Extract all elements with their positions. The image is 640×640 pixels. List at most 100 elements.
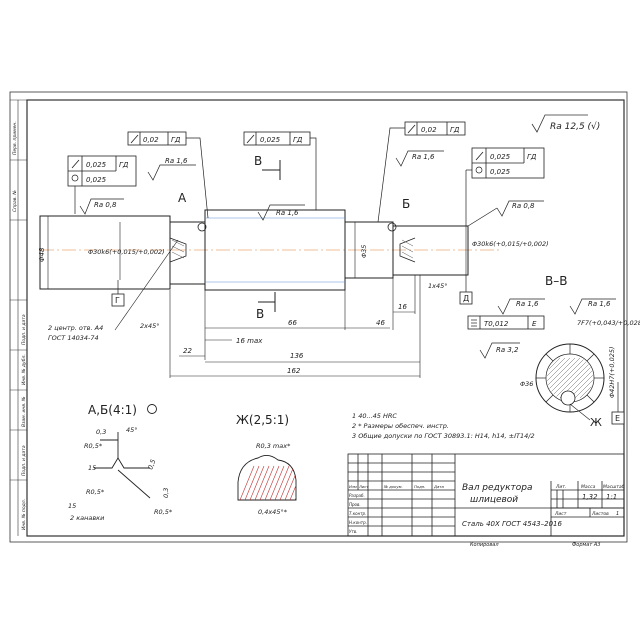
detail-ab-r05b: R0,5* <box>86 488 105 496</box>
ra-sec-32: Ra 3,2 <box>479 342 520 359</box>
tb-format: Формат А3 <box>572 542 600 548</box>
dim-46: 46 <box>376 319 385 327</box>
spline-hatch-line <box>547 357 576 399</box>
detail-ab-15: 15 <box>88 464 96 472</box>
section-cut-top <box>262 160 281 180</box>
title-block <box>347 453 625 537</box>
side-label-1: Перв. примен. <box>12 121 18 155</box>
section-letter-top: В <box>254 154 262 168</box>
zh-hatch-line <box>259 465 275 500</box>
centre-hole-line1: 2 центр. отв. А4 <box>48 324 103 332</box>
detail-zh-title: Ж(2,5:1) <box>236 413 289 427</box>
section-tol: T0,012 Е <box>467 315 545 330</box>
view-letter-a: А <box>178 191 187 205</box>
dim-16max: 16 max <box>236 337 263 345</box>
spline-hatch-line <box>554 357 593 399</box>
tb-material: Сталь 40Х ГОСТ 4543–2016 <box>462 520 562 528</box>
tb-row-sign: Подп. <box>414 484 426 489</box>
tb-row-list: Лист <box>358 484 369 489</box>
datum-d-text: Д <box>463 294 469 303</box>
centre-holes <box>169 237 416 263</box>
groove-marker-b <box>387 222 397 232</box>
general-roughness-text: Ra 12,5 (√) <box>550 121 600 132</box>
side-label-3: Подп. и дата <box>21 314 27 345</box>
dim-phi30-right-text: Φ30k6(+0,015/+0,002) <box>472 240 549 248</box>
dim-phi48-text: Φ48 <box>38 247 46 262</box>
zh-hatch-line <box>269 465 285 500</box>
general-roughness: Ra 12,5 (√) <box>531 114 600 133</box>
tol-right-pair-bot-value: 0,025 <box>490 168 511 176</box>
tb-name-1: Вал редуктора <box>462 483 533 493</box>
spline-tooth-edge <box>586 353 595 362</box>
tol-right-runout: 0,02 ГД <box>377 121 466 223</box>
view-letter-b: Б <box>402 197 410 211</box>
dim-22: 22 <box>183 347 192 355</box>
section-tol-value: T0,012 <box>484 320 509 328</box>
spline-hatch-line <box>579 357 593 399</box>
ra-left-08-text: Ra 0,8 <box>94 201 117 209</box>
tb-role-1: Разраб. <box>349 493 365 498</box>
zh-hatch-line <box>294 465 296 500</box>
ra-right-16: Ra 1,6 <box>395 150 444 167</box>
zh-hatch-line <box>264 465 280 500</box>
dim-66: 66 <box>288 319 297 327</box>
tb-scale: 1:1 <box>606 493 617 501</box>
dim-chamfer-2x45: 2х45° <box>140 322 160 330</box>
side-label-7: Инв. № подл. <box>21 499 27 530</box>
spline-hatch-line <box>569 357 593 399</box>
ra-left-08: Ra 0,8 <box>79 198 124 215</box>
detail-zh-ch: 0,4х45°* <box>258 508 288 516</box>
dim-spline-42h7: Φ42H7(+0,025) <box>608 346 616 398</box>
side-labels: Перв. примен. Справ. № Подп. и дата Инв.… <box>12 121 27 530</box>
tol-right-pair-top-value: 0,025 <box>490 153 511 161</box>
tb-sheets: 1 <box>616 511 619 517</box>
tb-row-izm: Изм <box>349 484 357 489</box>
detail-ab-r05a: R0,5* <box>84 442 103 450</box>
detail-ab-45: 45° <box>126 426 138 434</box>
tb-role-3: Т.контр. <box>349 511 366 516</box>
tol-right-pair-top-datum: ГД <box>527 153 537 161</box>
zh-hatch-line <box>254 465 270 500</box>
detail-ab-03b: 0,3 <box>162 488 170 498</box>
side-label-5: Взам. инв. № <box>21 396 27 427</box>
section-zh-leader <box>569 403 591 421</box>
detail-ab-05: 0,5 <box>146 458 157 470</box>
ra-sec-b-text: Ra 1,6 <box>588 300 611 308</box>
spline-tooth-edge <box>586 394 595 403</box>
spline-section <box>535 343 605 413</box>
tol-left-runout-datum: ГД <box>171 136 181 144</box>
tol-left-pair-top-value: 0,025 <box>86 161 107 169</box>
tb-sheet-label: Лист <box>554 511 567 517</box>
tb-mass-label: Масса <box>581 484 596 490</box>
datum-e: Е <box>611 382 625 425</box>
hatch-left <box>171 239 414 259</box>
datum-d: Д <box>459 275 473 305</box>
dim-136: 136 <box>290 352 304 360</box>
ra-left-16-text: Ra 1,6 <box>165 157 188 165</box>
spline-hatch-line <box>547 357 566 399</box>
note-1: 1 40...45 HRC <box>352 412 397 420</box>
centre-hole-line2: ГОСТ 14034-74 <box>48 334 99 342</box>
ra-left-16: Ra 1,6 <box>147 157 196 181</box>
detail-ab-texts: 0,3 45° R0,5* 15 0,5 R0,5* 0,3 R0,5* 15 … <box>68 426 173 522</box>
spline-hatch-line <box>564 357 593 399</box>
ra-right-16-text: Ra 1,6 <box>412 153 435 161</box>
tol-mid-runout: 0,025 ГД <box>243 131 317 210</box>
zh-hatch-line <box>239 465 255 500</box>
dim-16: 16 <box>398 303 407 311</box>
tol-mid-runout-value: 0,025 <box>260 136 281 144</box>
side-label-6: Подп. и дата <box>21 445 27 476</box>
tb-lit-label: Лит. <box>555 484 566 490</box>
tol-left-pair-top-datum: ГД <box>119 161 129 169</box>
zh-hatch-line <box>249 465 265 500</box>
ra-mid-16-text: Ra 1,6 <box>276 209 299 217</box>
ra-mid-16: Ra 1,6 <box>257 204 305 221</box>
dim-chamfer-1x45: 1х45° <box>428 282 448 290</box>
ra-right-08: Ra 0,8 <box>467 200 544 227</box>
dim-phi30-left-text: Φ30k6(+0,015/+0,002) <box>88 248 165 256</box>
tb-name-2: шлицевой <box>470 495 518 505</box>
spline-hatch-line <box>574 357 593 399</box>
groove-marker-a <box>197 222 207 232</box>
section-letter-bottom: В <box>256 307 264 321</box>
